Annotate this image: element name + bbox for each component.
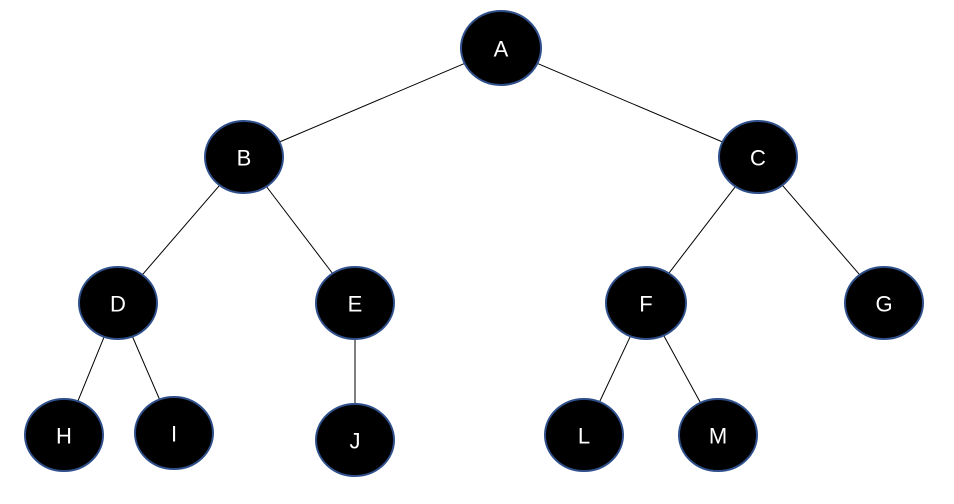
node-label-l: L [578,424,590,449]
node-circle-m [678,398,758,472]
node-i: I [134,396,214,470]
edge-b-e [266,186,333,274]
edge-d-i [131,336,161,400]
node-label-h: H [56,424,72,449]
node-circle-b [204,120,284,194]
node-b: B [204,120,284,194]
edge-d-h [77,336,105,402]
node-circle-h [24,398,104,472]
node-f: F [605,266,687,340]
edge-f-m [663,335,701,404]
edge-b-d [141,184,221,276]
node-label-i: I [171,422,177,447]
node-label-b: B [237,146,252,171]
node-label-f: F [639,292,652,317]
node-circle-i [134,396,214,470]
node-circle-l [544,398,624,472]
node-label-c: C [750,146,766,171]
node-m: M [678,398,758,472]
node-label-m: M [709,424,727,449]
edge-a-b [279,62,465,143]
node-circle-g [844,266,924,340]
node-circle-e [315,266,395,340]
edge-a-c [537,62,723,143]
node-label-j: J [350,429,361,454]
node-label-g: G [875,292,892,317]
node-circle-a [460,10,542,86]
node-a: A [460,10,542,86]
node-circle-j [315,403,395,477]
edges-layer [77,62,861,404]
node-l: L [544,398,624,472]
node-e: E [315,266,395,340]
edge-c-g [781,184,861,276]
node-label-e: E [348,292,363,317]
node-h: H [24,398,104,472]
edge-c-f [668,186,736,274]
node-label-d: D [110,292,126,317]
node-circle-c [718,120,798,194]
nodes-layer: A B C D E F G H I J L M [24,10,924,477]
node-d: D [78,266,158,340]
node-label-a: A [494,37,509,62]
node-j: J [315,403,395,477]
node-circle-d [78,266,158,340]
node-circle-f [605,266,687,340]
node-c: C [718,120,798,194]
node-g: G [844,266,924,340]
edge-f-l [599,335,631,403]
